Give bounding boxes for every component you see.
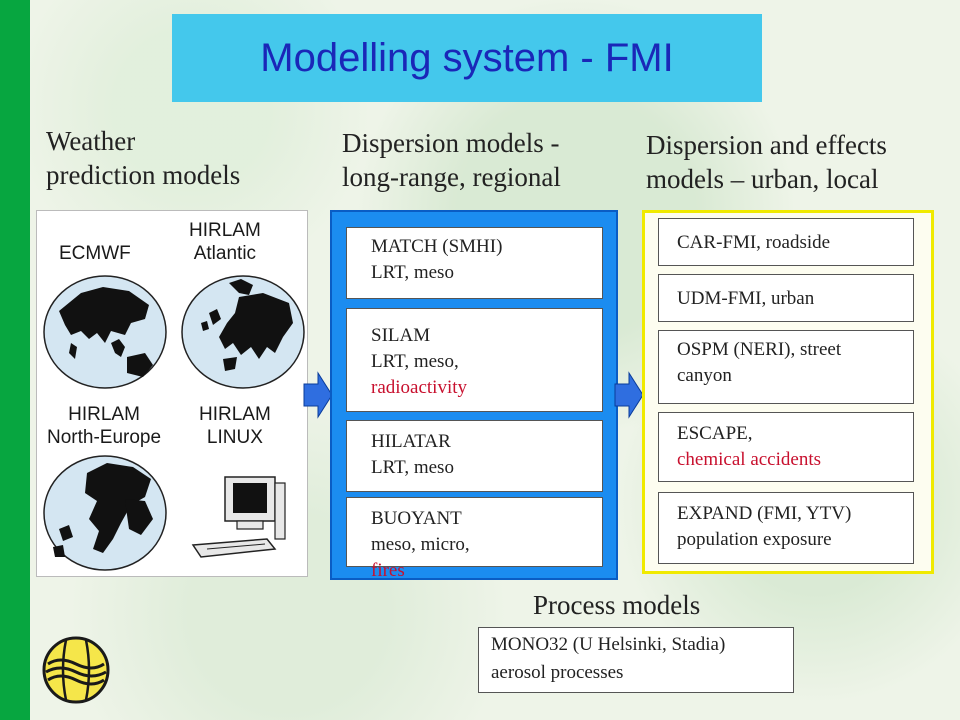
model-name: HILATAR: [371, 431, 451, 452]
computer-icon: [191, 476, 286, 558]
model-box-match[interactable]: MATCH (SMHI) LRT, meso: [346, 227, 603, 299]
model-box-mono32[interactable]: MONO32 (U Helsinki, Stadia) aerosol proc…: [478, 627, 794, 693]
model-box-escape[interactable]: ESCAPE, chemical accidents: [658, 412, 914, 482]
model-scope-prefix: meso, micro,: [371, 534, 470, 555]
arrow-right-icon: [614, 371, 644, 419]
left-accent-bar: [0, 0, 30, 720]
model-highlight: chemical accidents: [677, 449, 822, 470]
heading-local-line-2: models – urban, local: [646, 164, 879, 194]
heading-local-line-1: Dispersion and effects: [646, 130, 887, 160]
world-globe-icon: [43, 275, 167, 389]
scandinavia-globe-icon: [43, 455, 167, 571]
arrow-right-icon: [303, 371, 333, 419]
heading-local: Dispersion and effects models – urban, l…: [646, 128, 887, 196]
model-name: BUOYANT: [371, 508, 462, 529]
heading-weather-line-2: prediction models: [46, 160, 241, 190]
heading-regional-line-1: Dispersion models -: [342, 128, 560, 158]
title-bar: Modelling system - FMI: [172, 14, 762, 102]
model-scope: LRT, meso: [371, 457, 454, 478]
europe-globe-icon: [181, 275, 305, 389]
model-name: UDM-FMI, urban: [677, 288, 815, 309]
model-name: ESCAPE,: [677, 423, 753, 444]
process-models-heading: Process models: [533, 590, 701, 620]
model-name: CAR-FMI, roadside: [677, 232, 831, 253]
model-highlight: fires: [371, 560, 405, 581]
model-scope: canyon: [677, 365, 732, 386]
weather-models-panel: ECMWF HIRLAM Atlantic HIRLAM North-Europ…: [36, 210, 308, 577]
hirlam-linux-line-1: HIRLAM: [199, 404, 271, 425]
fmi-logo-icon: [42, 636, 110, 704]
ecmwf-text: ECMWF: [59, 243, 131, 264]
model-scope: LRT, meso: [371, 262, 454, 283]
hirlam-atlantic-line-2: Atlantic: [193, 243, 257, 264]
label-hirlam-north-europe: HIRLAM North-Europe: [47, 403, 161, 449]
hirlam-atlantic-line-1: HIRLAM: [189, 220, 261, 241]
model-name: MONO32 (U Helsinki, Stadia): [491, 634, 726, 655]
hirlam-ne-line-1: HIRLAM: [68, 404, 140, 425]
model-name: MATCH (SMHI): [371, 236, 503, 257]
label-hirlam-atlantic: HIRLAM Atlantic: [189, 219, 261, 265]
model-box-buoyant[interactable]: BUOYANT meso, micro, fires: [346, 497, 603, 581]
hirlam-ne-line-2: North-Europe: [47, 427, 162, 448]
page-title: Modelling system - FMI: [260, 35, 674, 80]
label-ecmwf: ECMWF: [59, 242, 131, 265]
heading-regional-line-2: long-range, regional: [342, 162, 561, 192]
model-box-car-fmi[interactable]: CAR-FMI, roadside: [658, 218, 914, 266]
heading-regional: Dispersion models - long-range, regional: [342, 126, 561, 194]
hirlam-linux-line-2: LINUX: [206, 427, 263, 448]
heading-weather-line-1: Weather: [46, 126, 136, 156]
model-name: EXPAND (FMI, YTV): [677, 503, 852, 524]
model-box-silam[interactable]: SILAM LRT, meso, radioactivity: [346, 308, 603, 412]
model-scope: aerosol processes: [491, 662, 624, 683]
model-scope: population exposure: [677, 529, 832, 550]
model-box-expand[interactable]: EXPAND (FMI, YTV) population exposure: [658, 492, 914, 564]
model-name: OSPM (NERI), street: [677, 339, 842, 360]
label-hirlam-linux: HIRLAM LINUX: [199, 403, 271, 449]
model-box-udm-fmi[interactable]: UDM-FMI, urban: [658, 274, 914, 322]
model-scope: meso, micro, fires: [371, 532, 602, 584]
model-name: SILAM: [371, 325, 431, 346]
heading-weather: Weather prediction models: [46, 124, 240, 192]
model-highlight: radioactivity: [371, 377, 468, 398]
model-box-hilatar[interactable]: HILATAR LRT, meso: [346, 420, 603, 492]
model-scope: LRT, meso,: [371, 351, 459, 372]
model-box-ospm[interactable]: OSPM (NERI), street canyon: [658, 330, 914, 404]
